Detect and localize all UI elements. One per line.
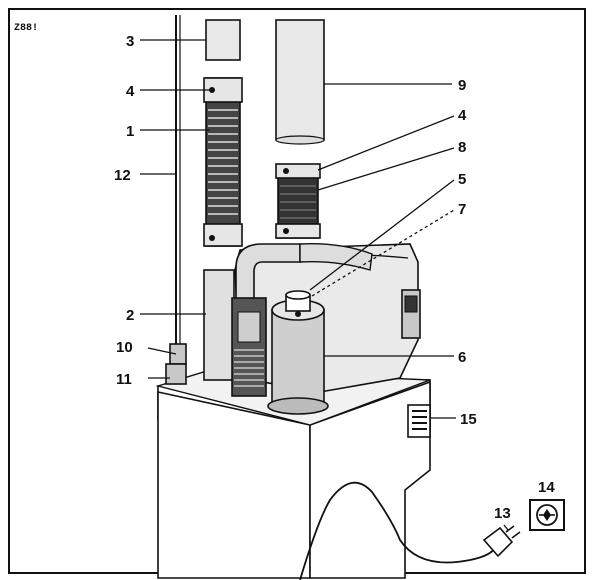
callout-4-right: 4 — [458, 107, 467, 124]
callout-11: 11 — [116, 371, 132, 388]
pipe-12 — [165, 15, 187, 385]
tube-3 — [205, 19, 241, 61]
tube-2 — [203, 269, 235, 381]
vent-grille — [407, 404, 431, 438]
figure-code: Z88! — [14, 23, 38, 34]
leader-lines — [140, 39, 509, 531]
callout-14: 14 — [538, 479, 555, 496]
callout-7: 7 — [458, 201, 466, 218]
tube-9 — [275, 19, 325, 145]
plug-socket-icon — [529, 499, 565, 531]
callout-1: 1 — [126, 123, 134, 140]
corrugated-hose-1 — [203, 77, 243, 247]
callout-4-left: 4 — [126, 83, 135, 100]
corrugated-hose-lower — [231, 297, 267, 397]
callout-10: 10 — [116, 339, 133, 356]
callout-13: 13 — [494, 505, 511, 522]
callout-15: 15 — [460, 411, 477, 428]
callout-6: 6 — [458, 349, 466, 366]
callout-3: 3 — [126, 33, 134, 50]
hose-8 — [275, 163, 321, 239]
callout-9: 9 — [458, 77, 466, 94]
mains-plug-icon — [482, 525, 521, 558]
callout-labels: 3 4 1 12 2 10 11 9 4 8 5 7 6 15 14 13 — [114, 33, 555, 522]
callout-12: 12 — [114, 167, 131, 184]
callout-5: 5 — [458, 171, 466, 188]
elbow-hose — [235, 243, 373, 301]
callout-8: 8 — [458, 139, 466, 156]
callout-2: 2 — [126, 307, 134, 324]
power-cord — [299, 481, 496, 580]
steam-cylinder — [267, 290, 329, 415]
